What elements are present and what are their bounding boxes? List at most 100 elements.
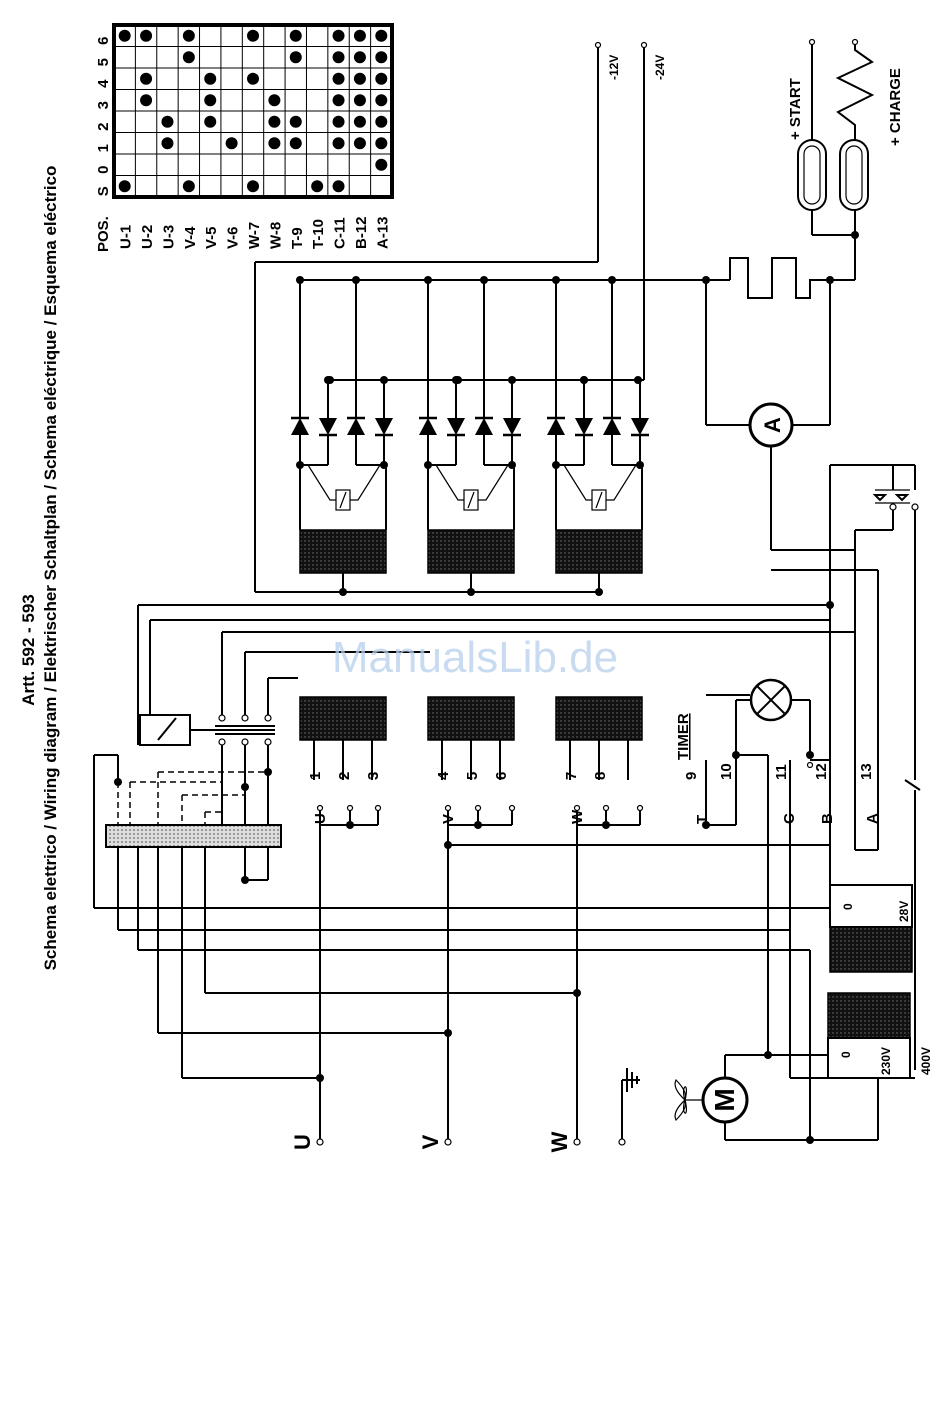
table-dot — [375, 51, 388, 64]
table-dot — [353, 94, 366, 107]
terminal-number: 3 — [365, 772, 382, 780]
table-column-label: 3 — [95, 101, 112, 109]
rectifier-group — [419, 276, 521, 780]
table-dot — [353, 115, 366, 128]
label-zero-bottom: 0 — [839, 1051, 853, 1058]
table-row-label: T-9 — [289, 227, 306, 249]
table-dot — [182, 29, 195, 42]
table-dot — [353, 51, 366, 64]
table-dot — [375, 72, 388, 85]
contactor — [137, 601, 855, 884]
rectifier-group — [291, 276, 393, 780]
terminal-number: 6 — [493, 772, 510, 780]
diode-icon — [575, 418, 593, 435]
terminal-number: 5 — [464, 772, 481, 780]
diode-icon — [547, 418, 565, 435]
table-row-label: V-5 — [203, 226, 220, 249]
table-row-label: C-11 — [332, 217, 349, 249]
dc-output-lines: -12V -24V — [254, 41, 667, 592]
transformer-secondary — [299, 529, 387, 574]
table-column-label: 2 — [95, 123, 112, 131]
terminal-number: 11 — [773, 764, 790, 780]
ammeter-label: A — [760, 417, 785, 433]
table-dot — [268, 115, 281, 128]
table-row-label: T-10 — [310, 219, 327, 249]
control-transformer: 0 28V 0 230V 400V — [789, 884, 933, 1141]
label-28v: 28V — [897, 901, 911, 922]
label-230v: 230V — [879, 1047, 893, 1075]
terminal-number: 10 — [718, 763, 735, 780]
table-dot — [332, 29, 345, 42]
table-dot — [375, 158, 388, 171]
table-dot — [247, 180, 259, 193]
supply-wiring — [94, 847, 830, 1082]
table-column-label: 1 — [95, 144, 112, 152]
charge-label: + CHARGE — [887, 68, 904, 146]
terminal-number: 7 — [563, 772, 580, 780]
table-row-label: U-1 — [118, 225, 135, 249]
table-dot — [375, 29, 388, 42]
thermal-switch — [829, 464, 921, 1070]
table-dot — [225, 137, 238, 150]
table-dot — [118, 180, 131, 193]
table-row-label: U-3 — [160, 225, 177, 249]
terminal-number: 13 — [858, 763, 875, 780]
diode-icon — [447, 418, 465, 435]
diode-icon — [319, 418, 337, 435]
diode-icon — [503, 418, 521, 435]
table-dot — [268, 137, 281, 150]
table-dot — [289, 115, 302, 128]
label-minus-12v: -12V — [607, 55, 621, 80]
terminal-letter: B — [819, 813, 836, 824]
table-dot — [140, 29, 153, 42]
table-dot — [161, 137, 174, 150]
terminal-letter: A — [864, 813, 881, 824]
rotary-switch — [93, 754, 282, 908]
terminal-number: 8 — [592, 772, 609, 780]
terminal-number: 1 — [307, 772, 324, 780]
terminal-number: 12 — [813, 763, 830, 780]
table-dot — [204, 115, 217, 128]
motor-label: M — [709, 1088, 740, 1111]
ground-icon — [618, 1068, 640, 1146]
table-row-label: B-12 — [353, 216, 370, 249]
transformer-primary — [299, 696, 387, 741]
label-zero-top: 0 — [841, 903, 855, 910]
diode-icon — [419, 418, 437, 435]
start-label: + START — [787, 78, 804, 140]
terminal-number: 2 — [336, 772, 353, 780]
table-dot — [140, 72, 153, 85]
table-dot — [204, 72, 217, 85]
table-dot — [182, 51, 195, 64]
rectifier-group — [547, 276, 649, 780]
table-row-label: V-6 — [225, 226, 242, 249]
label-minus-24v: -24V — [653, 55, 667, 80]
table-dot — [182, 180, 195, 193]
transformer-secondary — [555, 529, 643, 574]
table-dot — [375, 115, 388, 128]
table-dot — [161, 115, 174, 128]
table-dot — [375, 94, 388, 107]
table-dot — [289, 137, 302, 150]
table-row-label: W-8 — [267, 222, 284, 249]
timer-label: TIMER — [675, 713, 692, 760]
terminal-letter: T — [694, 815, 711, 824]
table-dot — [289, 29, 302, 42]
transformer-primary — [427, 696, 515, 741]
table-dot — [332, 180, 345, 193]
timer: TIMER — [675, 678, 814, 760]
diode-icon — [375, 418, 393, 435]
phase-u-label: U — [290, 1134, 315, 1150]
watermark: ManualsLib.de — [332, 633, 618, 682]
diode-icon — [603, 418, 621, 435]
table-dot — [247, 29, 259, 42]
table-dot — [332, 51, 345, 64]
table-dot — [268, 94, 281, 107]
table-row-label: V-4 — [182, 226, 199, 249]
table-column-label: S — [95, 186, 112, 196]
transformer-secondary — [427, 529, 515, 574]
table-row-label: A-13 — [374, 216, 391, 249]
table-dot — [204, 94, 217, 107]
